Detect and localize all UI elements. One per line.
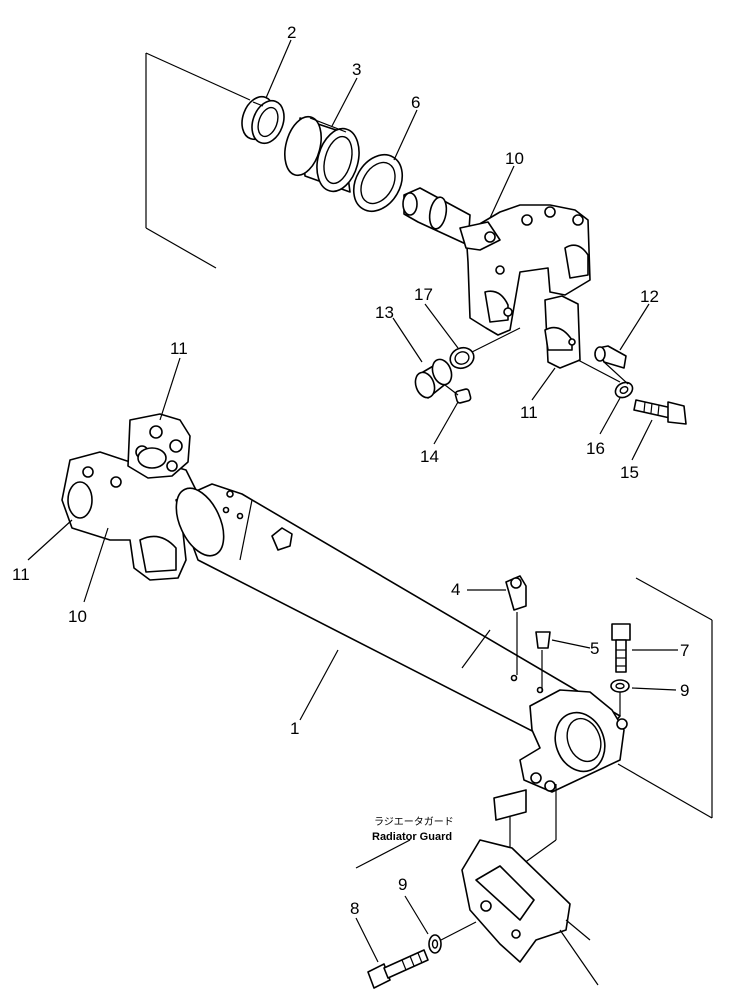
callout-11: 11 [170, 339, 188, 358]
part-12-fitting [594, 345, 627, 369]
part-6-seal [352, 153, 404, 213]
part-8-bolt [367, 949, 429, 989]
upper-connection-lines [444, 327, 629, 396]
part-5-grease-nipple [535, 631, 551, 692]
part-13-bushing [414, 358, 453, 399]
radiator-guard-bracket [461, 784, 599, 986]
callout-labels: 2 3 6 10 17 12 13 11 11 14 16 15 11 10 4… [12, 23, 689, 918]
callout-2: 2 [287, 23, 296, 42]
part-14-plug [454, 388, 472, 404]
callout-11: 11 [520, 403, 538, 422]
callout-16: 16 [586, 439, 605, 458]
part-9-washer-lower [428, 921, 477, 954]
part-16-washer [614, 381, 634, 399]
part-1-axle-housing [61, 413, 628, 793]
part-7-bolt [611, 623, 631, 673]
part-10-bracket-upper [402, 187, 591, 336]
upper-frame-lines [145, 52, 251, 269]
callout-1: 1 [290, 719, 299, 738]
part-2-bushing [241, 95, 285, 145]
callout-10: 10 [68, 607, 87, 626]
right-frame-lines [617, 577, 713, 819]
callout-3: 3 [352, 60, 361, 79]
part-9-washer-upper [610, 679, 630, 716]
callout-9: 9 [398, 875, 407, 894]
callout-8: 8 [350, 899, 359, 918]
callout-4: 4 [451, 580, 460, 599]
leader-lines [27, 39, 678, 963]
note-english: Radiator Guard [372, 831, 452, 843]
part-17-seal [449, 346, 475, 370]
part-11-cap-upper [544, 295, 581, 369]
callout-12: 12 [640, 287, 659, 306]
callout-15: 15 [620, 463, 639, 482]
radiator-guard-note: ラジエータガード Radiator Guard [372, 816, 454, 843]
part-3-bushing [284, 115, 360, 193]
callout-13: 13 [375, 303, 394, 322]
note-japanese: ラジエータガード [374, 816, 454, 828]
callout-6: 6 [411, 93, 420, 112]
callout-11: 11 [12, 565, 30, 584]
part-4-elbow-fitting [505, 575, 527, 675]
callout-9: 9 [680, 681, 689, 700]
callout-5: 5 [590, 639, 599, 658]
callout-7: 7 [680, 641, 689, 660]
callout-14: 14 [420, 447, 439, 466]
part-15-bolt [633, 399, 687, 425]
callout-17: 17 [414, 285, 433, 304]
callout-10: 10 [505, 149, 524, 168]
